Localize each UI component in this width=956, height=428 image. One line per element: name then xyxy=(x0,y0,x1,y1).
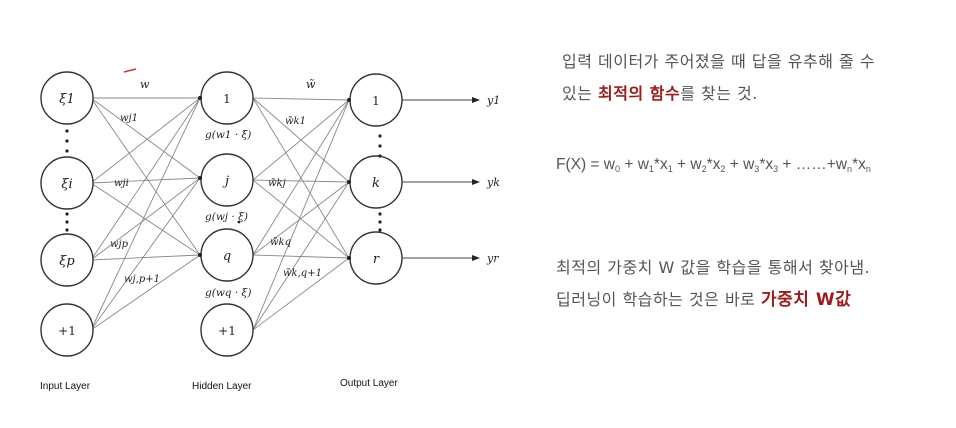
output-layer-label: Output Layer xyxy=(340,378,398,389)
ellipsis-dots xyxy=(65,129,382,232)
formula-term: x3 + ……+ xyxy=(765,156,836,174)
description-line-1: 입력 데이터가 주어졌을 때 답을 유추해 줄 수 xyxy=(562,52,876,71)
formula-terms: w0 + w1*x1 + w2*x2 + w3*x3 + ……+wn*xn xyxy=(603,156,871,174)
connection-line xyxy=(90,254,201,331)
hidden-node-label: q xyxy=(223,249,231,264)
hidden-node-1: 1 xyxy=(200,71,254,125)
arrow-right-icon xyxy=(472,255,480,261)
connection-lines xyxy=(90,97,350,331)
connection-line xyxy=(90,97,201,184)
formula-lhs: F(X) = xyxy=(556,156,604,173)
formula-term: x2 + xyxy=(712,156,744,174)
weight-label-wtkj: w̃kj xyxy=(268,178,286,189)
neural-network-diagram: ξ1 ξi ξp +1 1 j q +1 1 k r xyxy=(40,68,500,392)
output-label-yk: yk xyxy=(486,176,500,189)
formula-term: x1 + xyxy=(659,156,691,174)
output-node-k: k xyxy=(349,155,403,209)
input-node-bias: +1 xyxy=(40,303,94,357)
connection-line xyxy=(252,181,350,331)
description-line-2-post: 를 찾는 것. xyxy=(680,84,758,103)
output-node-label: 1 xyxy=(372,94,380,108)
weight-label-wjp: wjp xyxy=(110,239,129,250)
formula-term: wn* xyxy=(835,156,859,174)
hidden-node-label: 1 xyxy=(223,92,231,106)
weight-label-wtk1: w̃k1 xyxy=(285,116,306,127)
arrow-right-icon xyxy=(472,179,480,185)
weight-label-wj1: wj1 xyxy=(120,113,138,124)
output-node-1: 1 xyxy=(349,73,403,127)
description-line-2-pre: 있는 xyxy=(562,84,599,103)
input-node-label: ξi xyxy=(61,177,72,192)
weight-label-wtkq1: w̃k,q+1 xyxy=(283,268,322,279)
red-mark xyxy=(123,68,137,73)
hidden-node-q: q xyxy=(200,228,254,282)
input-layer-label: Input Layer xyxy=(40,381,91,392)
hidden-layer-label: Hidden Layer xyxy=(192,381,252,392)
description-line-3: 최적의 가중치 W 값을 학습을 통해서 찾아냄. xyxy=(556,258,871,277)
connection-line xyxy=(252,181,350,256)
description-line-4-pre: 딥러닝이 학습하는 것은 바로 xyxy=(556,290,761,309)
output-arrows xyxy=(402,97,480,261)
output-label-yr: yr xyxy=(486,252,499,265)
connection-line xyxy=(90,254,201,261)
formula-term: w2* xyxy=(690,156,713,174)
weight-label-wtkq: w̃kq xyxy=(270,237,291,248)
input-node-label: +1 xyxy=(58,324,76,338)
output-node-label: r xyxy=(373,252,380,267)
connection-line xyxy=(90,177,201,184)
input-node-label: ξp xyxy=(59,254,75,269)
description-line-2: 있는 최적의 함수를 찾는 것. xyxy=(562,78,875,110)
connection-line xyxy=(252,97,350,101)
highlight-weight-w: 가중치 W값 xyxy=(760,290,852,310)
formula-term: w0 + xyxy=(603,156,638,174)
input-node-label: ξ1 xyxy=(59,92,74,107)
connection-line xyxy=(90,97,201,179)
hidden-node-bias: +1 xyxy=(200,303,254,357)
connection-line xyxy=(90,97,201,261)
junction-dots xyxy=(198,96,351,260)
weight-label-w: w xyxy=(140,78,150,91)
output-node-label: k xyxy=(372,176,380,191)
formula-term: xn xyxy=(858,156,871,174)
highlight-optimal-function: 최적의 함수 xyxy=(598,84,681,103)
output-node-r: r xyxy=(349,231,403,285)
connection-line xyxy=(90,97,201,331)
description-line-4: 딥러닝이 학습하는 것은 바로 가중치 W값 xyxy=(556,284,870,316)
input-node-xip: ξp xyxy=(40,233,94,287)
formula-term: w1* xyxy=(637,156,660,174)
connection-line xyxy=(252,99,350,181)
output-label-y1: y1 xyxy=(486,94,500,107)
connection-line xyxy=(252,99,350,256)
connection-line xyxy=(90,97,201,256)
formula-term: w3* xyxy=(743,156,766,174)
description-paragraph-1: 입력 데이터가 주어졌을 때 답을 유추해 줄 수 있는 최적의 함수를 찾는 … xyxy=(562,46,875,110)
hidden-node-label: j xyxy=(222,174,229,189)
weight-label-wjp1: wj,p+1 xyxy=(124,274,160,285)
weight-label-wt: w̃ xyxy=(306,78,316,91)
connection-line xyxy=(252,99,350,331)
hidden-node-j: j xyxy=(200,153,254,207)
connection-line xyxy=(252,179,350,183)
hidden-node-label: +1 xyxy=(218,324,236,338)
connection-line xyxy=(90,177,201,261)
connection-line xyxy=(252,257,350,331)
input-node-xii: ξi xyxy=(40,156,94,210)
arrow-right-icon xyxy=(472,97,480,103)
activation-label-j: g(wj · ξ) xyxy=(205,211,248,223)
activation-label-q: g(wq · ξ) xyxy=(205,287,251,299)
weight-label-wji: wji xyxy=(114,178,129,189)
description-paragraph-2: 최적의 가중치 W 값을 학습을 통해서 찾아냄. 딥러닝이 학습하는 것은 바… xyxy=(556,252,870,316)
input-node-xi1: ξ1 xyxy=(40,71,94,125)
activation-label-1: g(w1 · ξ) xyxy=(205,129,251,141)
formula: F(X) = w0 + w1*x1 + w2*x2 + w3*x3 + ……+w… xyxy=(556,156,871,174)
connection-line xyxy=(90,177,201,331)
